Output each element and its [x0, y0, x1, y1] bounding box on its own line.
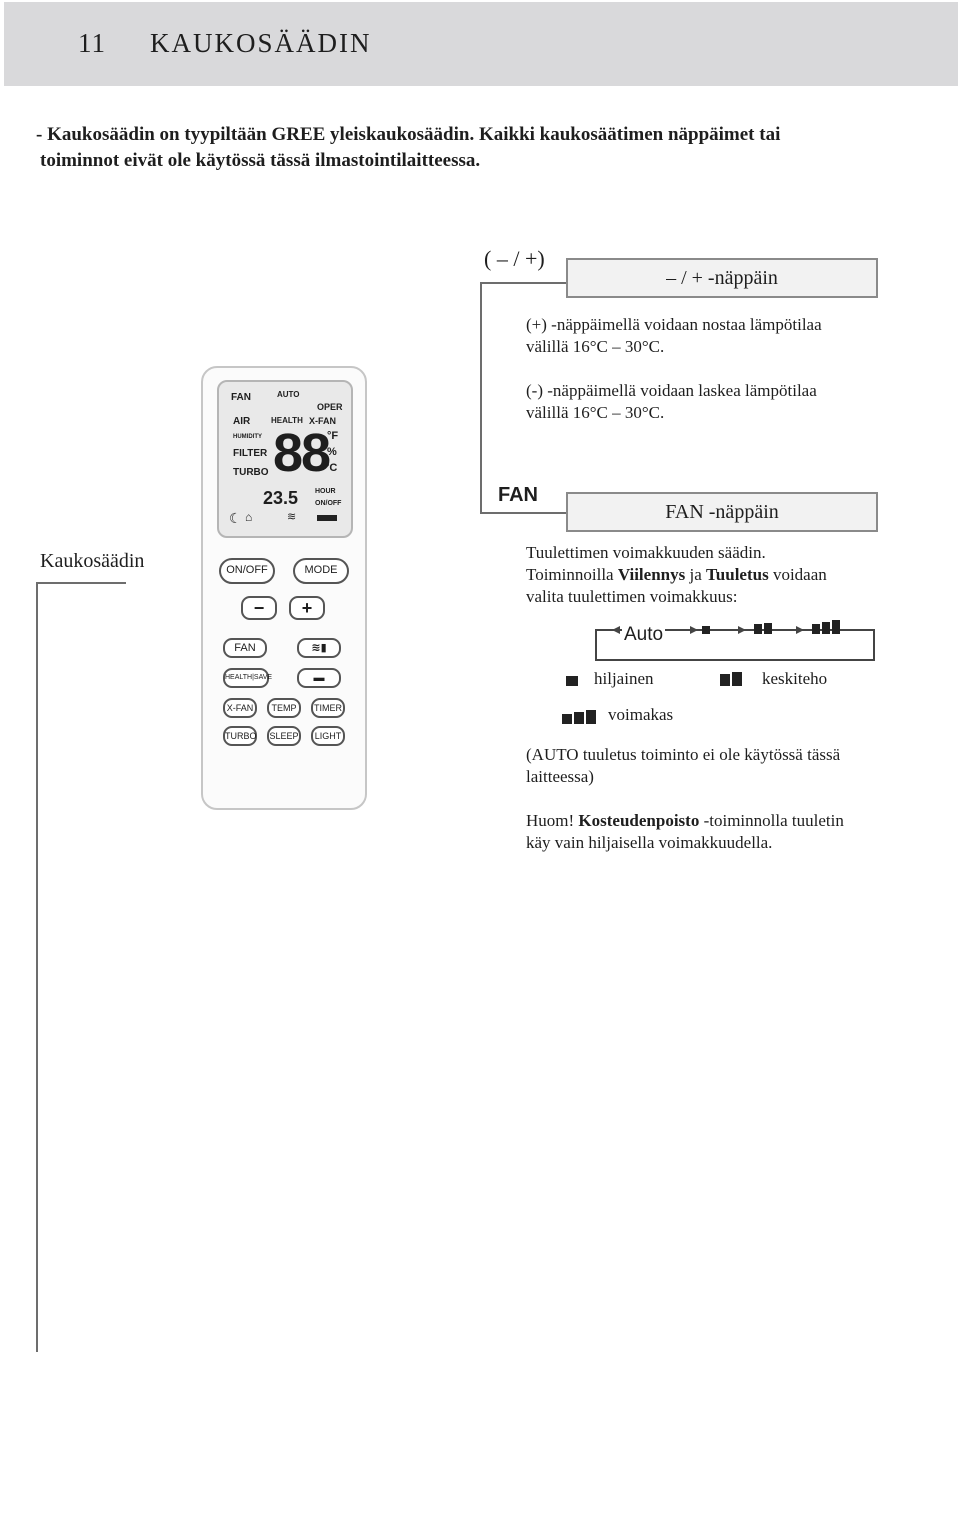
turbo-button[interactable]: TURBO	[223, 726, 257, 746]
lcd-air: AIR	[233, 416, 251, 427]
fan-line-3: valita tuulettimen voimakkuus:	[526, 587, 738, 606]
fan-line	[480, 512, 568, 514]
plus-button[interactable]: +	[289, 596, 325, 620]
lcd-moon-icon: ☾	[229, 510, 242, 526]
left-frame-line	[36, 582, 38, 1352]
lcd-filter: FILTER	[233, 448, 268, 459]
xfan-button[interactable]: X-FAN	[223, 698, 257, 718]
chapter-number: 11	[78, 28, 106, 58]
intro-line-2: toiminnot eivät ole käytössä tässä ilmas…	[40, 150, 481, 171]
plusminus-tag: ( – / +)	[484, 246, 545, 271]
fan-title: FAN -näppäin	[665, 501, 779, 523]
remote-lcd: FAN AUTO OPER AIR HEALTH X-FAN HUMIDITY …	[217, 380, 353, 538]
lcd-turbo: TURBO	[233, 467, 269, 478]
plusminus-title: – / + -näppäin	[666, 267, 778, 289]
lcd-digits: 88	[273, 423, 331, 483]
sleep-button[interactable]: SLEEP	[267, 726, 301, 746]
lcd-oper: OPER	[317, 402, 343, 412]
intro-text: - Kaukosäädin on tyypiltään GREE yleiska…	[36, 122, 916, 174]
plusminus-p1b: välillä 16°C – 30°C.	[526, 337, 665, 356]
fan-mid-label: keskiteho	[762, 669, 828, 688]
lcd-percent: %	[327, 446, 337, 458]
fan-line-1: Tuulettimen voimakkuuden säädin.	[526, 543, 766, 562]
fan-line-2: Toiminnoilla Viilennys ja Tuuletus voida…	[526, 565, 827, 584]
fan-note-2: laitteessa)	[526, 767, 594, 786]
fan-mid-icon	[720, 674, 730, 686]
lcd-onoff: ON/OFF	[315, 500, 342, 507]
fan-tag: FAN	[498, 484, 538, 506]
intro-line-1: - Kaukosäädin on tyypiltään GREE yleiska…	[36, 124, 781, 145]
plusminus-line	[480, 282, 566, 284]
plusminus-title-box: – / + -näppäin	[566, 258, 878, 298]
fan-low-label: hiljainen	[594, 669, 654, 688]
lcd-humidity: HUMIDITY	[233, 434, 262, 440]
chapter-title: KAUKOSÄÄDIN	[150, 28, 372, 58]
lcd-fahrenheit: °F	[327, 430, 339, 442]
temp-button[interactable]: TEMP	[267, 698, 301, 718]
health-save-button[interactable]: HEALTH|SAVE	[223, 668, 272, 688]
onoff-button[interactable]: ON/OFF	[219, 558, 275, 584]
lcd-auto: AUTO	[277, 390, 300, 399]
plusminus-p2a: (-) -näppäimellä voidaan laskea lämpötil…	[526, 381, 817, 400]
lcd-xfan: X-FAN	[309, 416, 336, 426]
light-button[interactable]: LIGHT	[311, 726, 345, 746]
remote-control: FAN AUTO OPER AIR HEALTH X-FAN HUMIDITY …	[201, 366, 367, 810]
fan-huom-line-1: Huom! Kosteudenpoisto -toiminnolla tuule…	[526, 811, 844, 830]
fan-huom-line-2: käy vain hiljaisella voimakkuudella.	[526, 833, 773, 852]
lcd-hour: HOUR	[315, 488, 336, 495]
lcd-bar-icon	[317, 515, 337, 521]
fan-speed-cycle	[595, 620, 875, 661]
chapter-header	[4, 2, 958, 86]
fan-low-icon	[566, 676, 578, 686]
fan-title-box: FAN -näppäin	[566, 492, 878, 532]
mode-button[interactable]: MODE	[293, 558, 349, 584]
fan-auto-label: Auto	[622, 624, 666, 646]
lcd-swing-icon: ≋	[287, 511, 297, 523]
lcd-celsius: °C	[325, 462, 338, 474]
lcd-home-icon: ⌂	[245, 510, 253, 524]
swing-button[interactable]: ≋▮	[297, 638, 341, 658]
lcd-fan: FAN	[231, 392, 251, 403]
timer-button[interactable]: TIMER	[311, 698, 345, 718]
lcd-small-temp: 23.5	[263, 488, 299, 508]
remote-label: Kaukosäädin	[40, 550, 145, 572]
plusminus-p1a: (+) -näppäimellä voidaan nostaa lämpötil…	[526, 315, 822, 334]
fan-button[interactable]: FAN	[223, 638, 267, 658]
plusminus-p2b: välillä 16°C – 30°C.	[526, 403, 665, 422]
fan-high-icon	[562, 714, 572, 724]
minus-button[interactable]: −	[241, 596, 277, 620]
remote-label-line	[36, 582, 126, 584]
light-swing-button[interactable]: ▬	[297, 668, 341, 688]
lcd-health: HEALTH	[271, 416, 303, 425]
fan-high-label: voimakas	[608, 705, 674, 724]
fan-note-1: (AUTO tuuletus toiminto ei ole käytössä …	[526, 745, 841, 764]
right-frame-line-top	[480, 282, 482, 512]
